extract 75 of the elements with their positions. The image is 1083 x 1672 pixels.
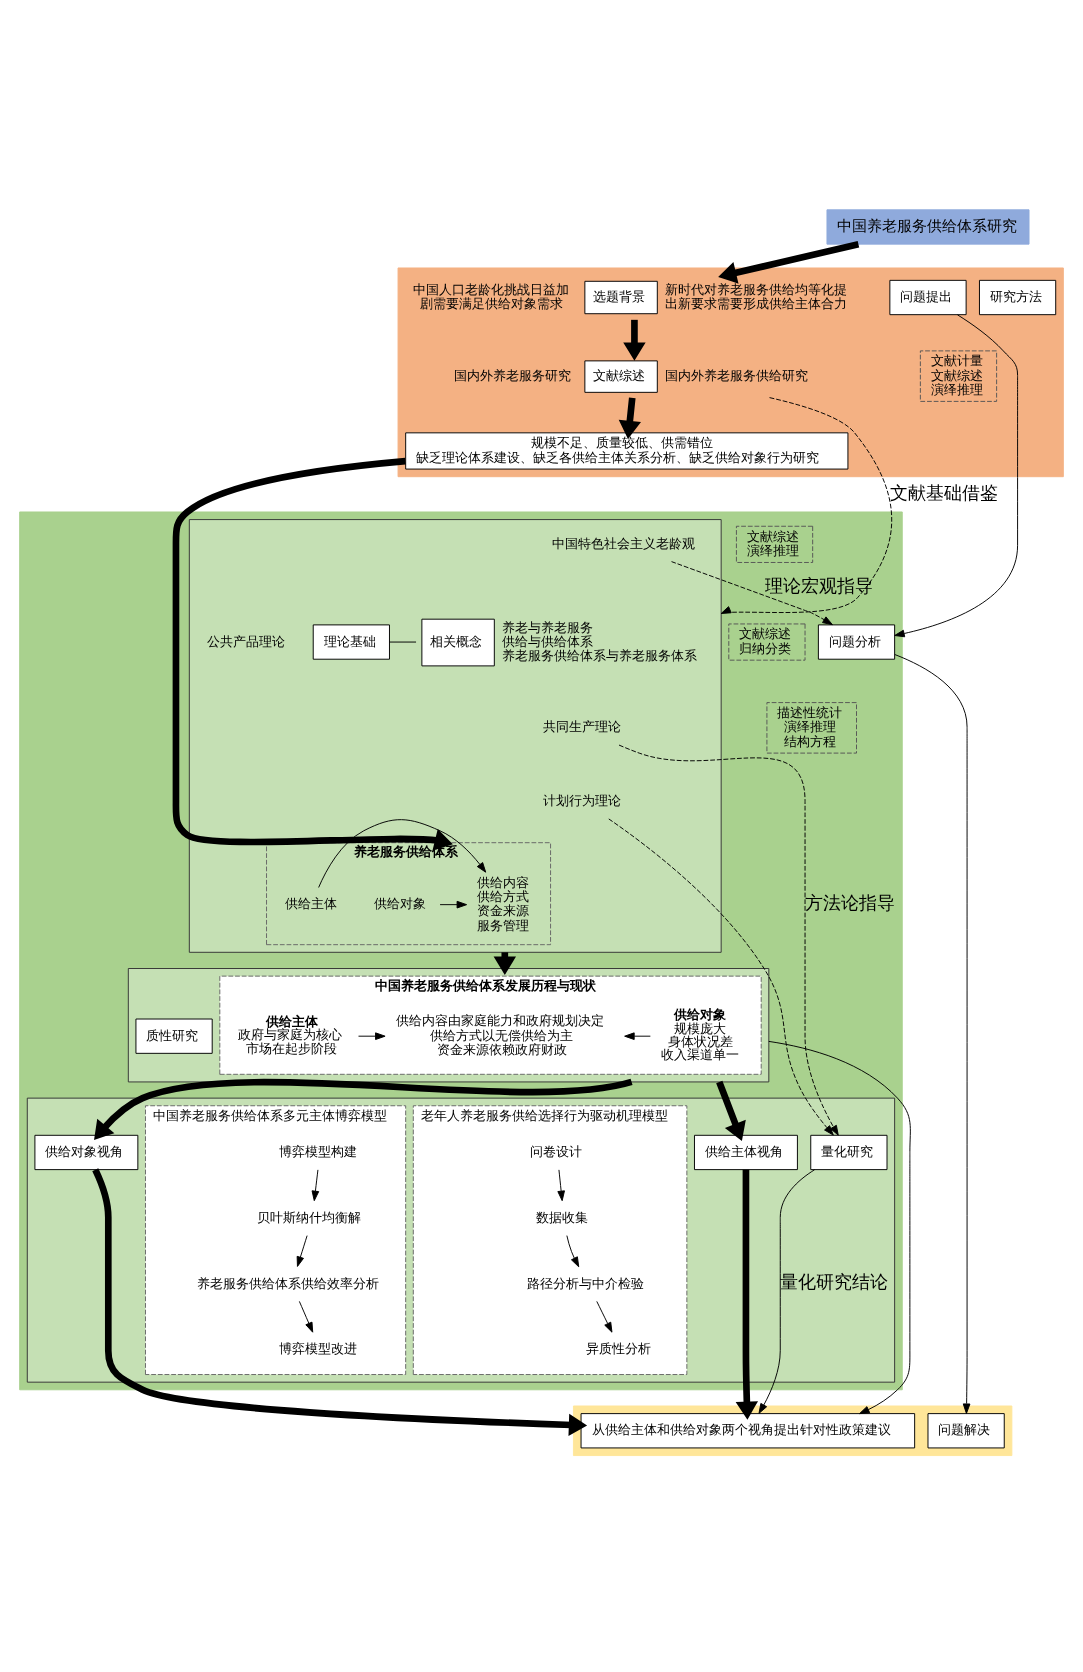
arrow — [92, 1167, 588, 1436]
arrow — [618, 396, 641, 439]
arrow — [298, 1300, 314, 1333]
node-box: 从供给主体和供给对象两个视角提出针对性政策建议 — [580, 1412, 916, 1448]
arrow — [894, 653, 971, 1414]
node-box: 文献计量 文献综述 演绎推理 — [919, 349, 998, 402]
node-box: 理论基础 — [312, 623, 390, 660]
arrow — [172, 457, 453, 851]
node-label: 新时代对养老服务供给均等化提出新要求需要形成供给主体合力 — [664, 281, 847, 311]
node-text: 计划行为理论 — [542, 792, 621, 808]
node-text: 博弈模型构建 — [278, 1143, 357, 1159]
node-text: 供给主体 政府与家庭为核心 市场在起步阶段 — [238, 1013, 343, 1056]
node-label: 养老服务供给体系与养老服务体系 — [501, 647, 697, 663]
arrow — [358, 1031, 386, 1040]
arrow — [557, 1168, 565, 1201]
node-box: 问题解决 — [927, 1412, 1005, 1448]
arrow — [439, 900, 468, 908]
node-text: 博弈模型改进 — [278, 1340, 357, 1356]
node-text: 供给对象 — [374, 895, 427, 911]
arrow — [720, 396, 893, 614]
arrow — [608, 817, 834, 1136]
arrow — [716, 1080, 746, 1141]
arrow — [768, 1040, 911, 1414]
arrow — [318, 818, 487, 888]
arrow — [624, 1031, 651, 1040]
node-box: 规模不足、质量较低、供需错位 缺乏理论体系建设、缺乏各供给主体关系分析、缺乏供给对象行为研究 — [405, 431, 849, 470]
node-text: 中国特色社会主义老龄观 — [551, 535, 695, 551]
node-box: 供给主体视角 — [694, 1134, 798, 1170]
node-box: 质性研究 — [135, 1018, 213, 1054]
node-text: 供给内容由家庭能力和政府规划决定 供给方式以无偿供给为主 资金来源依赖政府财政 — [395, 1012, 604, 1057]
cluster — [188, 518, 722, 953]
node-box: 描述性统计 演绎推理 结构方程 — [766, 701, 857, 754]
node-text: 供给主体 — [284, 895, 337, 911]
arrow — [735, 1169, 759, 1420]
arrow — [758, 1168, 816, 1414]
node-box: 文献综述 归纳分类 — [728, 622, 806, 661]
cluster — [127, 967, 770, 1082]
arrow — [618, 744, 839, 1136]
cluster — [26, 1097, 896, 1383]
arrow — [894, 313, 1019, 637]
node-text: 共同生产理论 — [542, 718, 621, 734]
node-box: 量化研究 — [810, 1134, 888, 1170]
node-text: 贝叶斯纳什均衡解 — [257, 1209, 362, 1225]
node-label: 供给与供给体系 — [501, 633, 593, 649]
arrow — [296, 1234, 308, 1267]
edge-label: 文献基础借鉴 — [889, 481, 998, 503]
arrow — [311, 1168, 320, 1201]
node-text: 供给内容 供给方式 资金来源 服务管理 — [477, 874, 530, 933]
node-box: 研究方法 — [979, 279, 1057, 315]
node-text: 供给对象 规模庞大 身体状况差 收入渠道单一 — [661, 1006, 740, 1062]
arrow — [94, 1078, 633, 1140]
arrow — [718, 240, 860, 284]
node-label: 国内外养老服务供给研究 — [664, 367, 808, 383]
arrow — [596, 1300, 613, 1333]
node-label: 养老与养老服务 — [501, 619, 593, 635]
node-text: 公共产品理论 — [207, 633, 286, 649]
node-text: 数据收集 — [536, 1209, 589, 1225]
node-box: 文献综述 演绎推理 — [735, 525, 814, 563]
node-text: 异质性分析 — [585, 1340, 651, 1356]
node-box: 问题分析 — [817, 623, 896, 660]
node-box: 问题提出 — [889, 279, 967, 315]
arrow — [671, 560, 833, 625]
node-box: 中国养老服务供给体系研究 — [826, 208, 1030, 245]
node-label: 国内外养老服务研究 — [454, 367, 572, 383]
node-text: 问卷设计 — [529, 1143, 582, 1159]
cluster — [397, 266, 1064, 477]
edge-label: 理论宏观指导 — [764, 574, 873, 596]
cluster — [19, 511, 903, 1390]
node-box: 供给对象视角 — [34, 1134, 139, 1170]
node-text: 路径分析与中介检验 — [527, 1275, 645, 1291]
edge-label: 方法论指导 — [804, 891, 895, 913]
connector — [389, 641, 417, 643]
arrow — [566, 1234, 580, 1267]
node-label: 中国人口老龄化挑战日益加剧需要满足供给对象需求 — [413, 281, 570, 311]
node-text: 养老服务供给体系供给效率分析 — [196, 1275, 379, 1291]
